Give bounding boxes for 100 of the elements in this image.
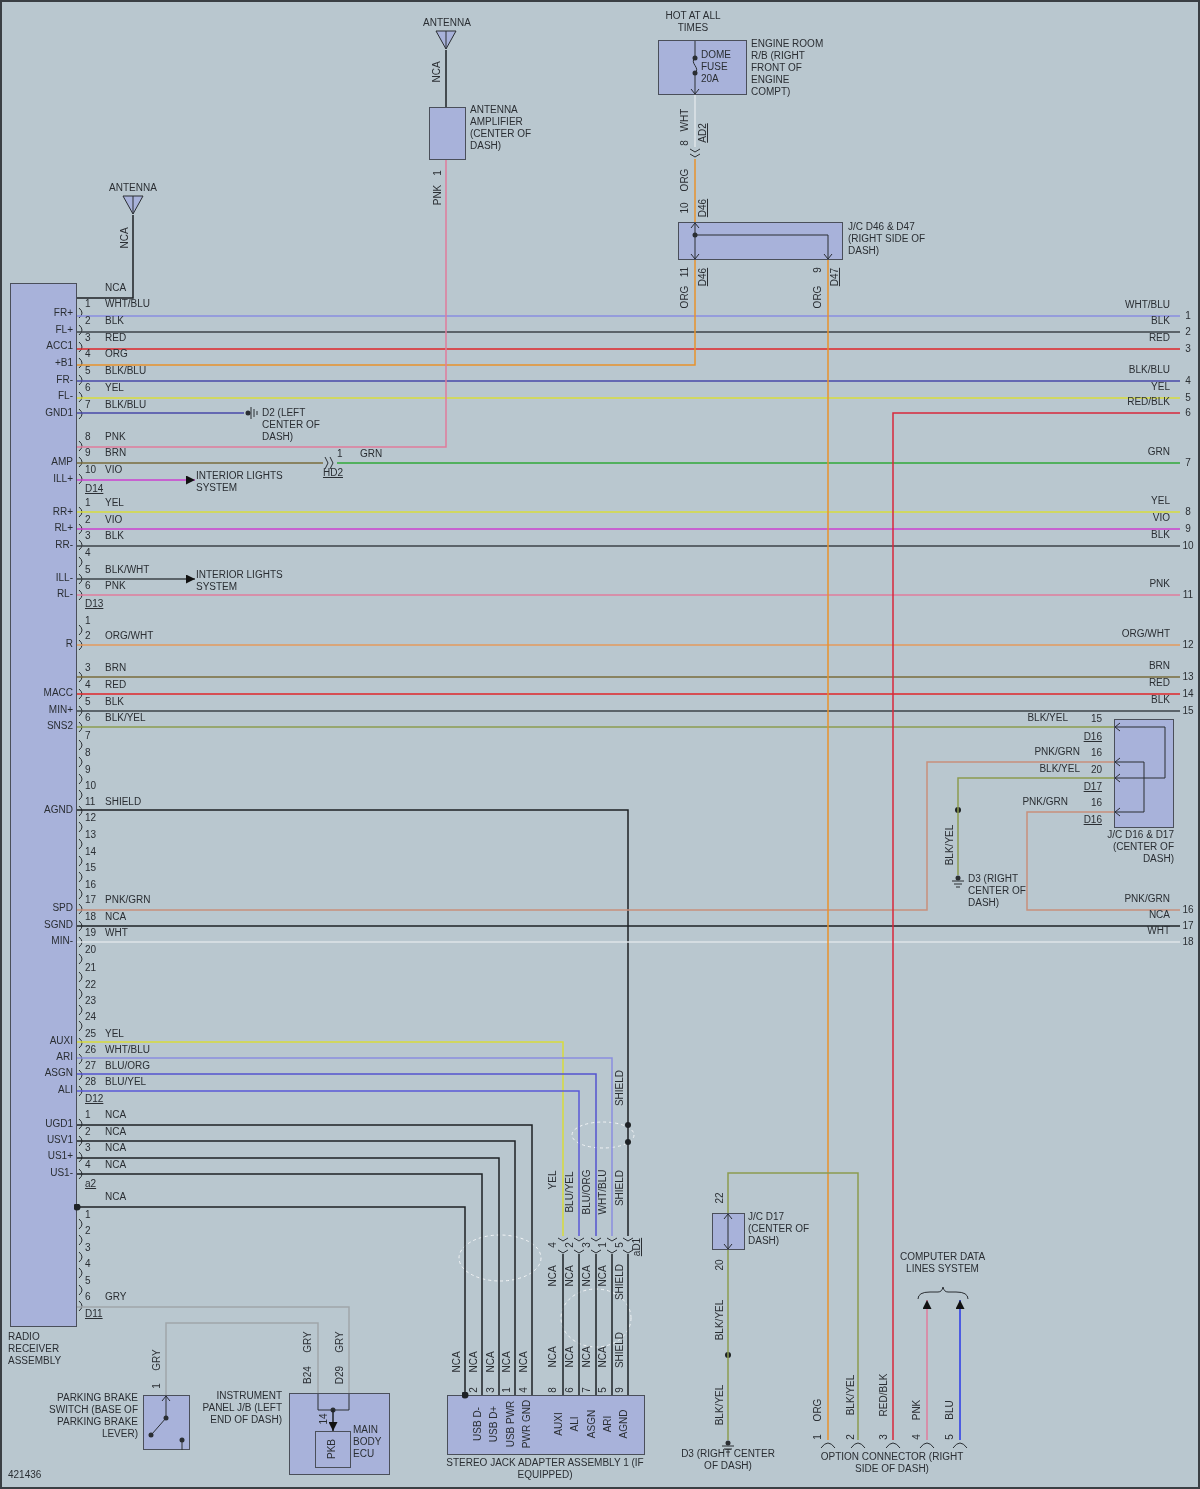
wire: [76, 315, 1181, 317]
connector-code: D17: [1083, 781, 1102, 793]
pin-name: MIN-: [50, 935, 73, 947]
pin-number: 4: [911, 1434, 923, 1440]
pin-number: 14: [85, 846, 97, 858]
off-page-reference: 12: [1181, 639, 1195, 651]
connector-code: D16: [1083, 731, 1102, 743]
pin-number: 9: [812, 267, 824, 273]
pin-name: US1+: [46, 1150, 73, 1162]
pin-name: ILL-: [54, 572, 73, 584]
connector-code: D11: [85, 1308, 103, 1320]
pin-number: 3: [85, 1242, 91, 1254]
pin-name: AMP: [50, 456, 73, 468]
off-page-reference: 4: [1184, 375, 1192, 387]
pin-name: PWR GND: [521, 1399, 533, 1449]
wire-label: NCA: [581, 1265, 593, 1287]
wire-label: RED: [1147, 677, 1170, 689]
wire-label: YEL: [105, 382, 124, 394]
pin-name: USB PWR: [505, 1400, 517, 1448]
wire: [76, 594, 1181, 596]
wire: [578, 1253, 580, 1396]
arrow: [922, 1299, 932, 1441]
pin-name: ASGN: [43, 1067, 73, 1079]
pin-number: 2: [468, 1387, 480, 1393]
wire-label: RED: [105, 679, 127, 691]
wire: [727, 1249, 729, 1441]
connector-code: a2: [85, 1178, 97, 1190]
wire-label: PNK/GRN: [1123, 893, 1170, 905]
wire: [445, 49, 447, 108]
off-page-reference: 18: [1181, 936, 1195, 948]
wire-label: BLU: [944, 1400, 956, 1420]
wire-label: NCA: [485, 1351, 497, 1373]
pin-number: 3: [581, 1242, 593, 1248]
pin-number: 7: [581, 1387, 593, 1393]
pin-number: 3: [878, 1434, 890, 1440]
component-label: PARKING BRAKE SWITCH (BASE OF PARKING BRAKE LEVER): [48, 1392, 138, 1440]
wire: [611, 1253, 613, 1396]
wire-label: ORG: [812, 1398, 824, 1422]
wire: [76, 693, 1181, 695]
supply-note: HOT AT ALL TIMES: [664, 10, 722, 34]
wire: [76, 726, 1115, 728]
arrow: [76, 574, 196, 584]
wire: [165, 1322, 319, 1396]
wire-label: BRN: [105, 662, 127, 674]
pin-number: 1: [85, 298, 91, 310]
arrow: [76, 475, 196, 485]
component-label: DOME FUSE 20A: [701, 49, 732, 85]
wire-label: ORG: [679, 168, 691, 192]
wire: [73, 1203, 469, 1399]
component-label: INTERIOR LIGHTS SYSTEM: [196, 569, 284, 593]
pin-number: 7: [85, 399, 91, 411]
pin-number: 8: [85, 431, 91, 443]
pin-number: 9: [614, 1387, 626, 1393]
pin-name: RL-: [55, 588, 73, 600]
pin-number: 20: [714, 1259, 726, 1271]
pin-number: 1: [85, 497, 91, 509]
pin-name: FR-: [55, 374, 73, 386]
pin-number: 1: [432, 170, 444, 176]
wire-label: ORG/WHT: [105, 630, 154, 642]
off-page-reference: 15: [1181, 705, 1195, 717]
pin-number: 20: [1090, 764, 1102, 776]
wire: [76, 259, 696, 366]
component-label: ENGINE ROOM R/B (RIGHT FRONT OF ENGINE COMPT): [751, 38, 825, 98]
wire-label: BLK: [1150, 529, 1170, 541]
wire-label: NCA: [597, 1346, 609, 1368]
wire-label: BLU/YEL: [564, 1171, 576, 1213]
wire-label: SHIELD: [614, 1263, 626, 1301]
wire-label: NCA: [119, 227, 131, 249]
pin-name: FR+: [52, 307, 73, 319]
pin-number: 6: [85, 1291, 91, 1303]
wire-label: NCA: [431, 61, 443, 83]
component-label: COMPUTER DATA LINES SYSTEM: [898, 1251, 987, 1275]
wire-label: YEL: [105, 1028, 124, 1040]
pin-number: 4: [547, 1242, 559, 1248]
wire-label: BRN: [105, 447, 127, 459]
off-page-reference: 1: [1184, 310, 1192, 322]
wire-label: BLK: [105, 315, 124, 327]
component-label: ANTENNA: [108, 182, 158, 194]
pin-number: 5: [85, 365, 91, 377]
wire-label: GRN: [1146, 446, 1170, 458]
wire-label: BLK: [105, 530, 124, 542]
wire-label: BLK/YEL: [944, 824, 956, 866]
component-label: STEREO JACK ADAPTER ASSEMBLY 1 (IF EQUIPPED): [445, 1457, 645, 1481]
wire-label: SHIELD: [614, 1331, 626, 1369]
pin-name: +B1: [53, 357, 73, 369]
pin-number: 9: [85, 764, 91, 776]
wire-label: BLK: [1150, 694, 1170, 706]
pin-number: 10: [85, 780, 97, 792]
pin-number: 2: [85, 315, 91, 327]
wire: [627, 1253, 629, 1396]
wire-label: BLK: [105, 696, 124, 708]
pin-number: B24: [302, 1366, 314, 1384]
pin-number: 4: [85, 679, 91, 691]
component-label: ANTENNA: [422, 17, 472, 29]
pin-name: SNS2: [45, 720, 73, 732]
wire: [694, 158, 696, 223]
wire-label: PNK: [432, 184, 444, 206]
wire: [76, 462, 324, 464]
pin-number: 2: [85, 1126, 91, 1138]
pin-number: 16: [85, 879, 97, 891]
